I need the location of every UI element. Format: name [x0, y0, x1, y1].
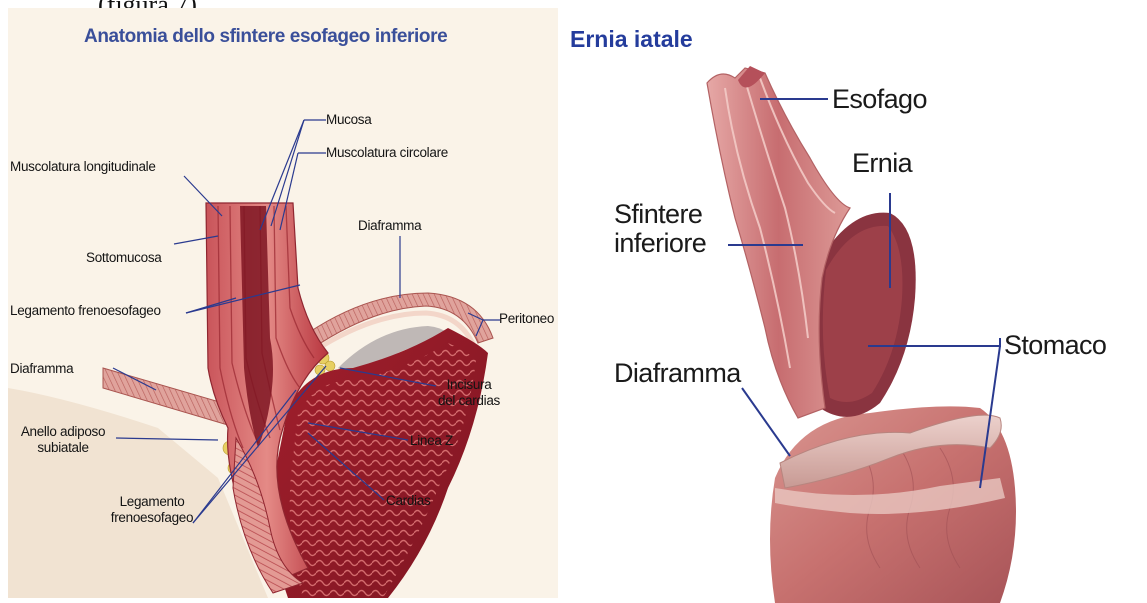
- label-legamento-bottom-line2: frenoesofageo: [96, 510, 208, 526]
- label-peritoneo: Peritoneo: [499, 311, 554, 326]
- label-sfintere-line1: Sfintere: [614, 200, 706, 229]
- left-anatomy-panel: Anatomia dello sfintere esofageo inferio…: [8, 8, 558, 598]
- label-muscolatura-longitudinale: Muscolatura longitudinale: [10, 159, 156, 174]
- right-panel-title: Ernia iatale: [570, 26, 693, 53]
- label-anello-line2: subiatale: [10, 440, 116, 456]
- label-cardias: Cardias: [386, 493, 430, 508]
- label-anello-adiposo-subiatale: Anello adiposo subiatale: [10, 424, 116, 456]
- label-linea-z: Linea Z: [410, 433, 453, 448]
- label-legamento-bottom-line1: Legamento: [96, 494, 208, 510]
- label-sfintere-line2: inferiore: [614, 229, 706, 258]
- left-panel-title: Anatomia dello sfintere esofageo inferio…: [84, 26, 447, 48]
- label-ernia: Ernia: [852, 148, 912, 179]
- label-incisura-line2: del cardias: [438, 393, 500, 409]
- label-sfintere-inferiore: Sfintere inferiore: [614, 200, 706, 258]
- label-esofago: Esofago: [832, 84, 927, 115]
- label-sottomucosa: Sottomucosa: [86, 250, 162, 265]
- label-incisura-del-cardias: Incisura del cardias: [438, 377, 500, 409]
- label-diaframma-left: Diaframma: [10, 361, 73, 376]
- right-hernia-panel: Ernia iatale Esofago Ernia Sfintere infe…: [560, 8, 1145, 603]
- label-stomaco: Stomaco: [1004, 330, 1106, 361]
- label-legamento-frenoesofageo-top: Legamento frenoesofageo: [10, 303, 161, 318]
- label-mucosa: Mucosa: [326, 112, 371, 127]
- label-diaframma-top: Diaframma: [358, 218, 421, 233]
- label-incisura-line1: Incisura: [438, 377, 500, 393]
- label-diaframma: Diaframma: [614, 358, 741, 389]
- label-muscolatura-circolare: Muscolatura circolare: [326, 145, 448, 160]
- label-legamento-frenoesofageo-bottom: Legamento frenoesofageo: [96, 494, 208, 526]
- label-anello-line1: Anello adiposo: [10, 424, 116, 440]
